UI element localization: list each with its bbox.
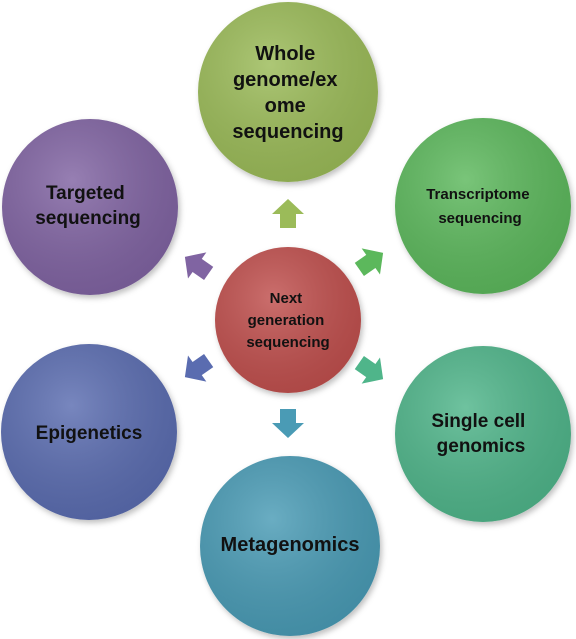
node-transcriptome-shade: [395, 118, 571, 294]
node-epigenetics-shade: [1, 344, 177, 520]
center-node: Next generation sequencing: [215, 247, 361, 393]
svg-text:Epigenetics: Epigenetics: [36, 423, 143, 444]
node-single-cell-shade: [395, 346, 571, 522]
node-transcriptome-line-2: sequencing: [438, 210, 521, 227]
center-label-line-3: sequencing: [246, 334, 329, 351]
node-single-cell: Single cell genomics: [395, 346, 571, 522]
svg-text:Metagenomics: Metagenomics: [221, 534, 360, 556]
node-epigenetics: Epigenetics: [1, 344, 177, 520]
node-whole-genome-line-1: Whole: [255, 43, 315, 65]
svg-text:Transcriptome sequencing: Transcriptome sequencing: [426, 186, 534, 227]
arrow-to-targeted: [184, 252, 214, 281]
arrow-to-metagenomics: [272, 409, 304, 438]
node-whole-genome-line-4: sequencing: [232, 121, 343, 143]
node-transcriptome-line-1: Transcriptome: [426, 186, 529, 203]
node-whole-genome-line-3: ome: [265, 95, 306, 117]
node-transcriptome: Transcriptome sequencing: [395, 118, 571, 294]
node-metagenomics: Metagenomics: [200, 456, 380, 636]
center-circle-shade: [215, 247, 361, 393]
arrow-to-single-cell: [354, 355, 384, 384]
node-metagenomics-shade: [200, 456, 380, 636]
node-targeted: Targeted sequencing: [2, 119, 178, 295]
arrow-to-whole-genome: [272, 199, 304, 228]
node-whole-genome-shade: [198, 2, 378, 182]
node-targeted-shade: [2, 119, 178, 295]
arrow-to-transcriptome: [354, 248, 384, 277]
node-whole-genome: Whole genome/ex ome sequencing: [198, 2, 378, 182]
svg-text:Whole genome/ex om: Whole genome/ex ome sequencing: [232, 43, 343, 143]
arrow-layer: [184, 199, 384, 438]
center-label-line-1: Next: [270, 290, 303, 307]
node-targeted-line-1: Targeted: [46, 183, 125, 204]
center-label-line-2: generation: [248, 312, 325, 329]
node-single-cell-line-1: Single cell: [431, 411, 525, 432]
arrow-to-epigenetics: [184, 353, 214, 382]
node-epigenetics-line-1: Epigenetics: [36, 423, 143, 444]
node-single-cell-line-2: genomics: [437, 436, 526, 457]
svg-text:Next generation se: Next generation sequencing: [246, 290, 329, 351]
node-whole-genome-line-2: genome/ex: [233, 69, 337, 91]
svg-text:Targeted sequencing: Targeted sequencing: [35, 183, 141, 229]
node-targeted-line-2: sequencing: [35, 208, 141, 229]
svg-text:Single cell genomics: Single cell genomics: [431, 411, 530, 457]
node-metagenomics-line-1: Metagenomics: [221, 534, 360, 556]
